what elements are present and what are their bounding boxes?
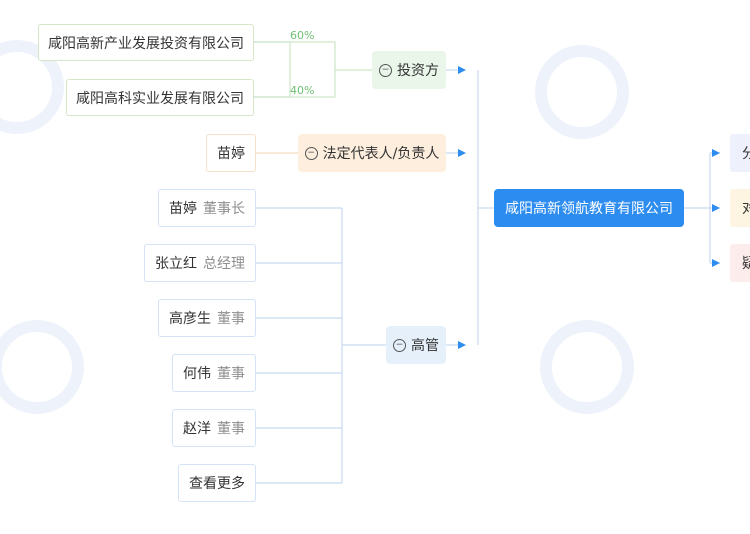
investor-share: 40% (290, 84, 315, 97)
investor-node[interactable]: 咸阳高新产业发展投资有限公司 (38, 24, 254, 61)
exec-name: 赵洋 (183, 421, 211, 437)
legal-person-node[interactable]: 苗婷 (206, 134, 256, 172)
company-node[interactable]: 咸阳高新领航教育有限公司 (494, 189, 684, 227)
hub-label: 法定代表人/负责人 (322, 146, 440, 162)
exec-node[interactable]: 赵洋董事 (172, 409, 256, 447)
collapse-icon: − (379, 63, 392, 77)
exec-node[interactable]: 苗婷董事长 (158, 189, 256, 227)
exec-name: 苗婷 (169, 201, 197, 217)
investor-hub-button[interactable]: −投资方 (372, 51, 446, 89)
exec-role: 董事 (217, 311, 245, 327)
exec-role: 董事 (217, 366, 245, 382)
exec-hub-button[interactable]: −高管 (386, 326, 446, 364)
exec-name: 张立红 (155, 256, 197, 272)
right-branch-item[interactable]: 疑 (730, 244, 750, 282)
right-branch-item[interactable]: 分 (730, 134, 750, 172)
exec-role: 董事长 (203, 201, 245, 217)
legal-hub-button[interactable]: −法定代表人/负责人 (298, 134, 446, 172)
hub-label: 投资方 (397, 63, 439, 79)
exec-node[interactable]: 张立红总经理 (144, 244, 256, 282)
investor-name: 咸阳高科实业发展有限公司 (76, 90, 244, 107)
exec-node[interactable]: 高彦生董事 (158, 299, 256, 337)
company-name: 咸阳高新领航教育有限公司 (505, 201, 673, 217)
exec-node[interactable]: 何伟董事 (172, 354, 256, 392)
branch-label: 对 (742, 201, 750, 217)
person-name: 苗婷 (217, 146, 245, 162)
branch-label: 分 (742, 146, 750, 162)
right-branch-item[interactable]: 对 (730, 189, 750, 227)
investor-share: 60% (290, 29, 315, 42)
collapse-icon: − (393, 338, 406, 352)
branch-label: 疑 (742, 256, 750, 272)
collapse-icon: − (304, 146, 318, 160)
exec-name: 高彦生 (169, 311, 211, 327)
view-more-button[interactable]: 查看更多 (178, 464, 256, 502)
view-more-label: 查看更多 (189, 476, 245, 492)
investor-node[interactable]: 咸阳高科实业发展有限公司 (66, 79, 254, 116)
exec-role: 董事 (217, 421, 245, 437)
hub-label: 高管 (411, 338, 439, 354)
exec-name: 何伟 (183, 366, 211, 382)
investor-name: 咸阳高新产业发展投资有限公司 (48, 35, 244, 52)
exec-role: 总经理 (203, 256, 245, 272)
